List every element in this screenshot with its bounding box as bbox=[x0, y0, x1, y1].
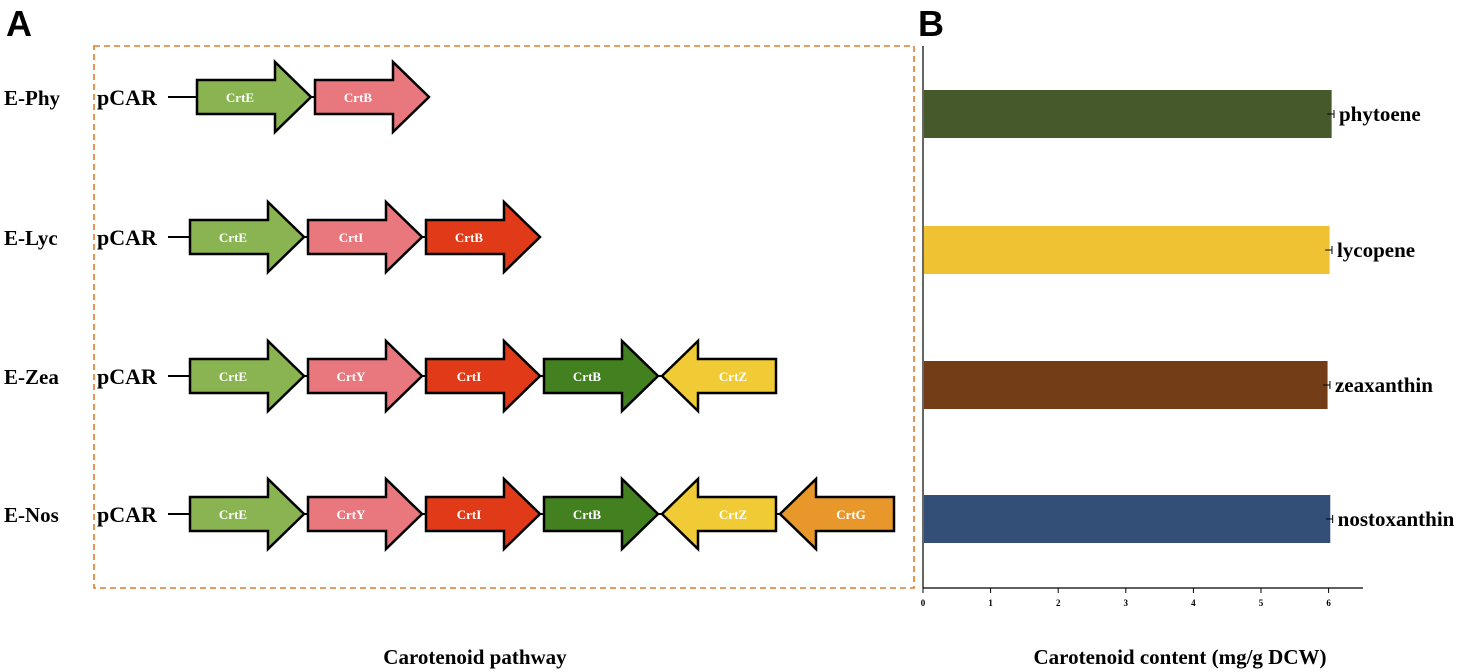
panel-a: A E-Phy pCAR CrtE CrtB E-Lyc pCAR CrtE CrtI CrtB… bbox=[4, 3, 915, 669]
promoter-label: pCAR bbox=[97, 225, 158, 250]
gene-label: CrtB bbox=[573, 507, 601, 522]
gene-arrow-crty bbox=[306, 338, 424, 414]
gene-arrow-crty bbox=[306, 476, 424, 552]
gene-arrow-crtb bbox=[424, 199, 542, 275]
gene-label: CrtE bbox=[219, 230, 247, 245]
x-tick-label: 2 bbox=[1056, 598, 1061, 608]
gene-label: CrtI bbox=[457, 369, 482, 384]
gene-arrow-crtg bbox=[778, 476, 896, 552]
bars: phytoene lycopene zeaxanthin nostoxanthin bbox=[924, 90, 1455, 543]
construct-row: E-Lyc pCAR CrtE CrtI CrtB bbox=[4, 199, 542, 275]
gene-arrow-crti bbox=[424, 476, 542, 552]
gene-arrow-crtz bbox=[660, 476, 778, 552]
promoter-label: pCAR bbox=[97, 364, 158, 389]
pathway-caption: Carotenoid pathway bbox=[383, 645, 567, 669]
gene-label: CrtZ bbox=[719, 507, 747, 522]
panel-b-letter: B bbox=[918, 3, 944, 44]
gene-arrow-crti bbox=[306, 199, 424, 275]
gene-arrow-crte bbox=[195, 59, 313, 135]
x-tick-label: 5 bbox=[1259, 598, 1264, 608]
gene-arrow-crte bbox=[188, 199, 306, 275]
gene-label: CrtY bbox=[337, 369, 366, 384]
gene-arrow-crtz bbox=[660, 338, 778, 414]
gene-label: CrtE bbox=[226, 90, 254, 105]
gene-arrow-crte bbox=[188, 338, 306, 414]
gene-arrow-crte bbox=[188, 476, 306, 552]
x-ticks: 0 1 2 3 4 5 6 bbox=[921, 588, 1331, 608]
strain-label: E-Zea bbox=[4, 365, 59, 389]
bar-label-lycopene: lycopene bbox=[1337, 238, 1415, 262]
bar-nostoxanthin bbox=[924, 495, 1331, 543]
strain-label: E-Lyc bbox=[4, 226, 58, 250]
gene-arrow-crtb bbox=[313, 59, 431, 135]
x-tick-label: 3 bbox=[1124, 598, 1129, 608]
x-tick-label: 6 bbox=[1326, 598, 1331, 608]
bar-lycopene bbox=[924, 226, 1330, 274]
gene-label: CrtI bbox=[457, 507, 482, 522]
construct-row: E-Phy pCAR CrtE CrtB bbox=[4, 59, 431, 135]
bar-label-phytoene: phytoene bbox=[1339, 102, 1421, 126]
promoter-label: pCAR bbox=[97, 502, 158, 527]
promoter-label: pCAR bbox=[97, 85, 158, 110]
bar-label-zeaxanthin: zeaxanthin bbox=[1335, 373, 1433, 397]
strain-label: E-Phy bbox=[4, 86, 61, 110]
x-tick-label: 0 bbox=[921, 598, 926, 608]
gene-arrow-crtb bbox=[542, 338, 660, 414]
panel-a-letter: A bbox=[6, 3, 32, 44]
gene-label: CrtY bbox=[337, 507, 366, 522]
bar-phytoene bbox=[924, 90, 1332, 138]
gene-label: CrtE bbox=[219, 369, 247, 384]
gene-label: CrtZ bbox=[719, 369, 747, 384]
x-tick-label: 4 bbox=[1191, 598, 1196, 608]
gene-arrow-crti bbox=[424, 338, 542, 414]
bar-zeaxanthin bbox=[924, 361, 1328, 409]
gene-arrow-crtb bbox=[542, 476, 660, 552]
gene-label: CrtE bbox=[219, 507, 247, 522]
construct-row: E-Nos pCAR CrtE CrtY CrtI CrtB CrtZ CrtG bbox=[4, 476, 896, 552]
strain-label: E-Nos bbox=[4, 503, 59, 527]
construct-row: E-Zea pCAR CrtE CrtY CrtI CrtB CrtZ bbox=[4, 338, 778, 414]
gene-label: CrtG bbox=[836, 507, 866, 522]
content-caption: Carotenoid content (mg/g DCW) bbox=[1034, 645, 1327, 669]
gene-label: CrtI bbox=[339, 230, 364, 245]
x-tick-label: 1 bbox=[988, 598, 993, 608]
gene-label: CrtB bbox=[344, 90, 372, 105]
gene-label: CrtB bbox=[573, 369, 601, 384]
bar-label-nostoxanthin: nostoxanthin bbox=[1338, 507, 1455, 531]
pathway-box bbox=[93, 45, 915, 589]
panel-b: B 0 1 2 3 4 5 6 phytoene lycopene zeaxanthin nost… bbox=[918, 3, 1455, 669]
gene-label: CrtB bbox=[455, 230, 483, 245]
